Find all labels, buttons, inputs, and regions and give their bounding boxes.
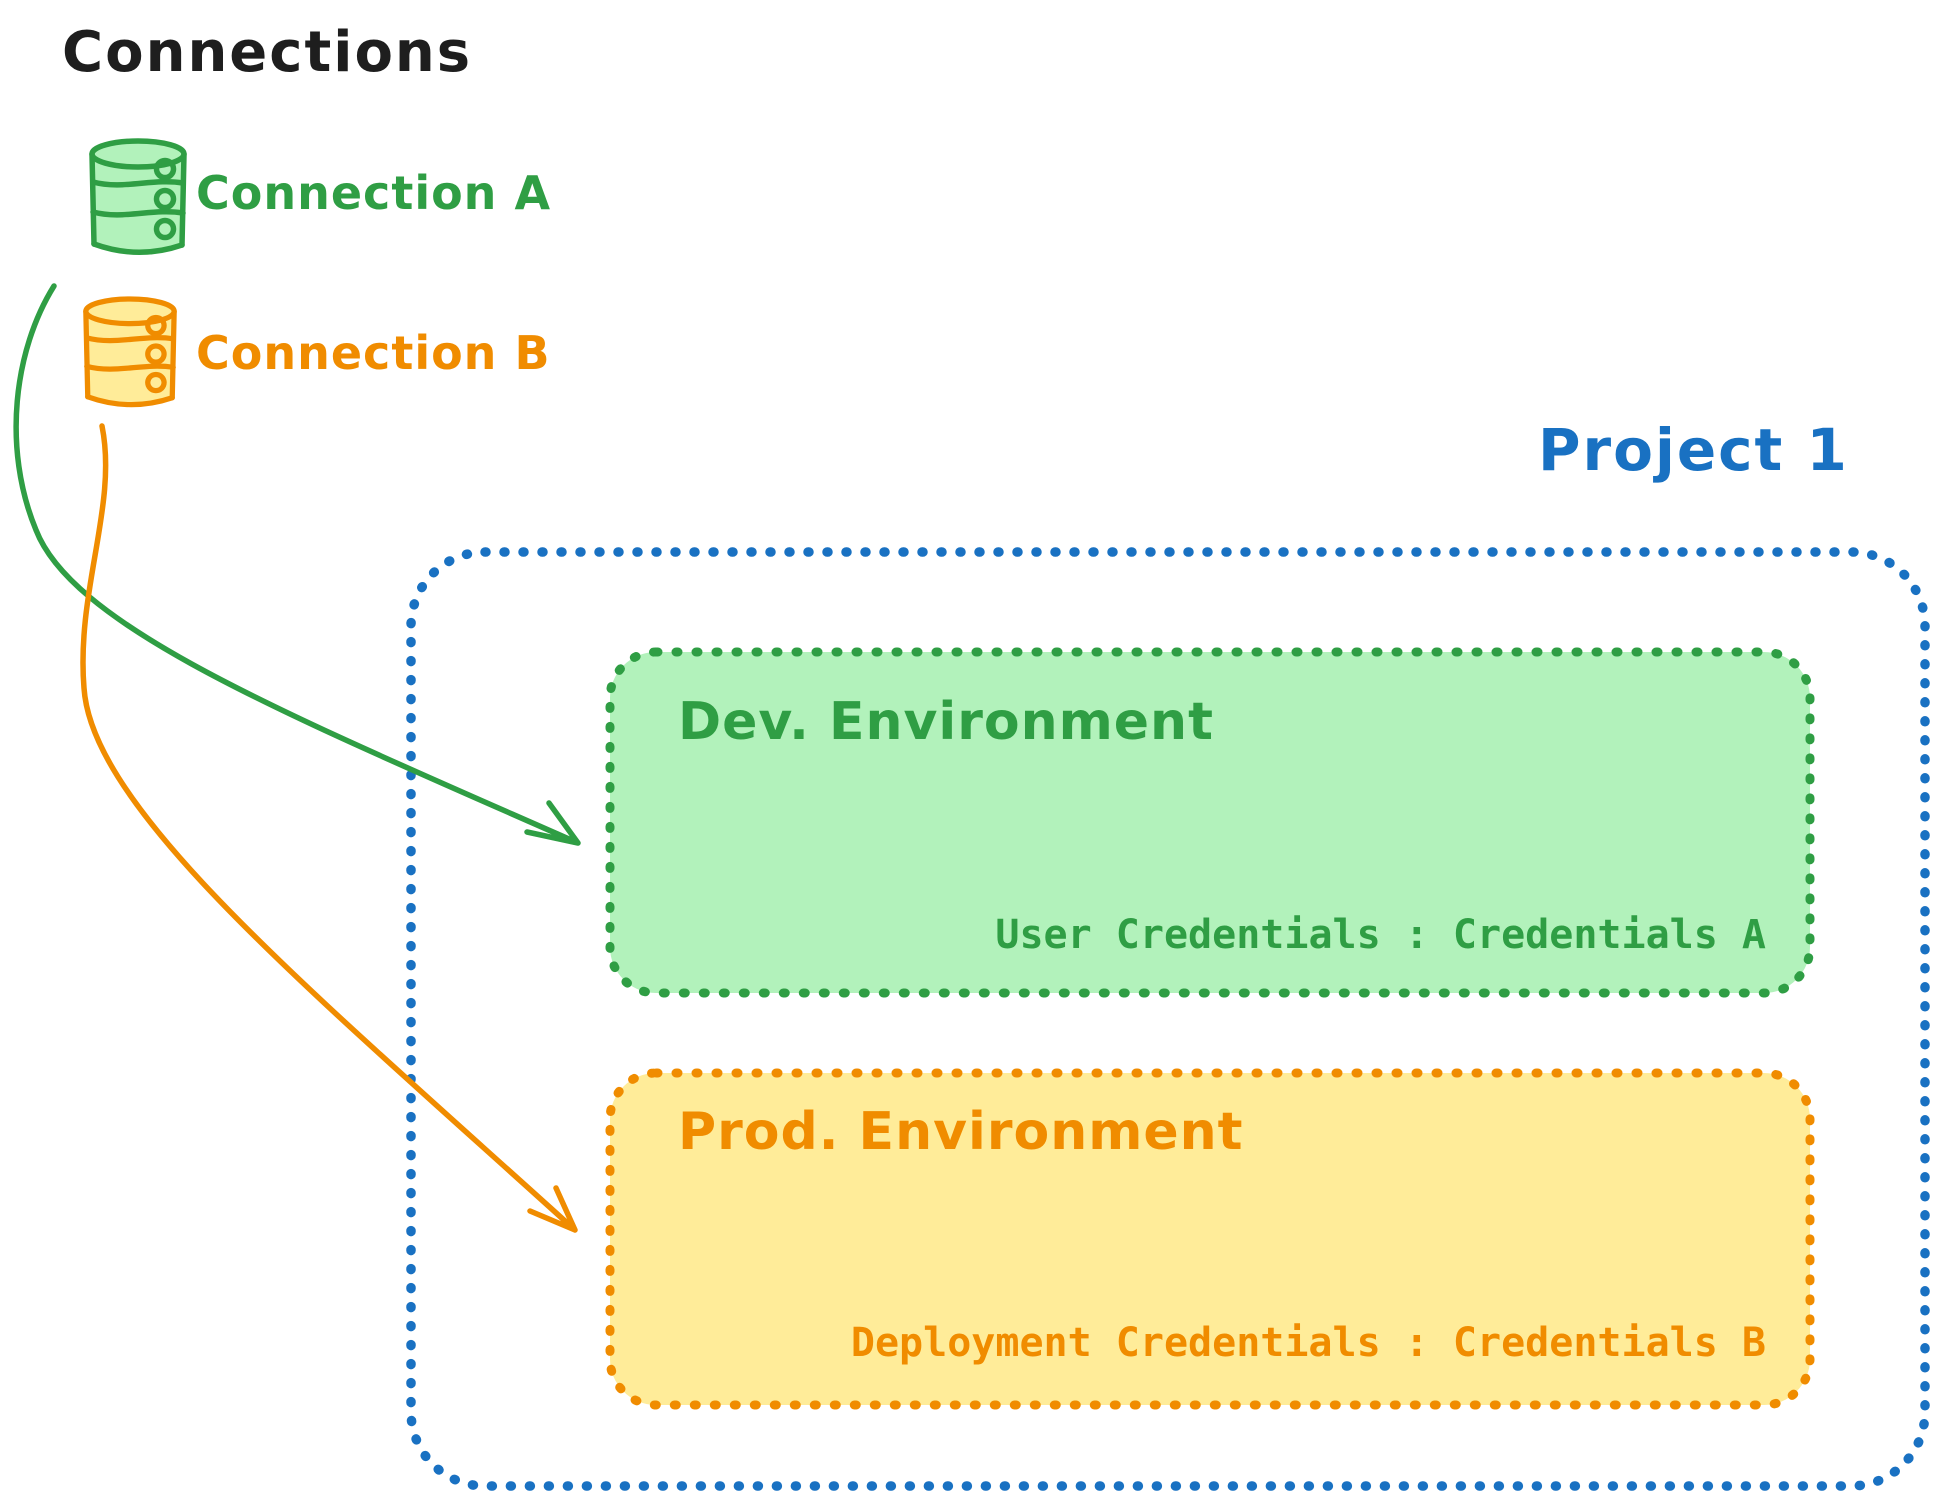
arrow-connection-b-to-prod-environment — [80, 423, 578, 1233]
dev-environment-title: Dev. Environment — [678, 692, 1214, 752]
prod-environment-title: Prod. Environment — [678, 1102, 1244, 1162]
dev-environment-box — [605, 647, 1815, 998]
arrow-connection-a-to-dev-environment — [13, 283, 581, 846]
project-1-container-box — [406, 547, 1930, 1491]
database-icon — [83, 296, 177, 408]
dev-credentials-text: User Credentials : Credentials A — [995, 912, 1766, 958]
connection-a-label: Connection A — [196, 166, 552, 220]
page-title: Connections — [62, 20, 473, 85]
prod-credentials-text: Deployment Credentials : Credentials B — [850, 1320, 1766, 1366]
database-icon — [89, 138, 187, 255]
connection-b-label: Connection B — [196, 326, 551, 380]
project-title: Project 1 — [1538, 416, 1849, 484]
prod-environment-box — [605, 1068, 1815, 1410]
